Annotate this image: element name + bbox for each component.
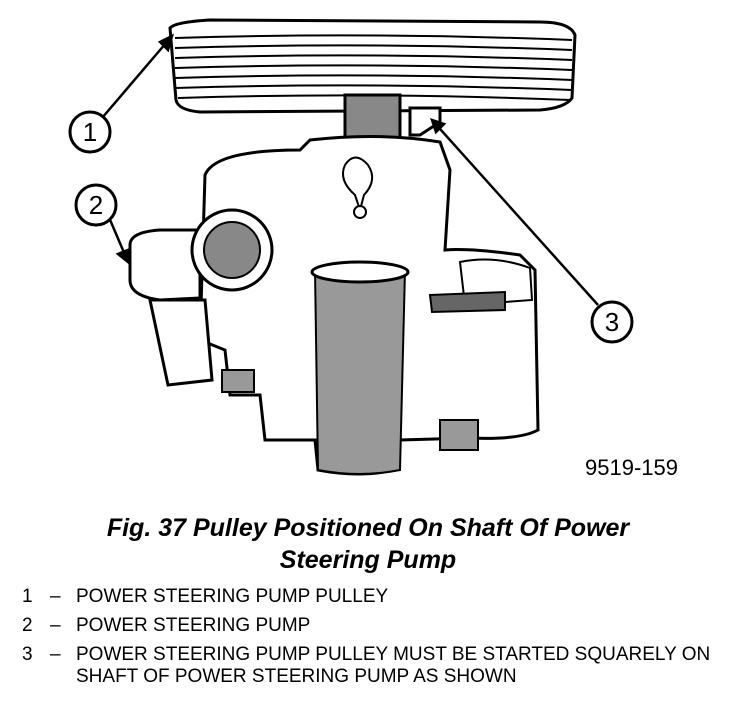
legend: 1 – POWER STEERING PUMP PULLEY 2 – POWER… [22,586,722,695]
leader-lines [101,33,599,306]
caption-line-1: Fig. 37 Pulley Positioned On Shaft Of Po… [106,514,630,542]
callout-2: 2 [89,190,103,220]
legend-dash: – [50,615,61,636]
legend-item: 2 – POWER STEERING PUMP [22,615,722,637]
legend-number: 2 [22,615,33,636]
pump-fitting [128,208,274,387]
legend-text: POWER STEERING PUMP PULLEY [76,586,389,607]
callout-3: 3 [605,307,619,337]
figure-id: 9519-159 [585,455,678,480]
legend-item: 3 – POWER STEERING PUMP PULLEY MUST BE S… [22,644,722,688]
legend-item: 1 – POWER STEERING PUMP PULLEY [22,586,722,608]
legend-number: 3 [22,644,33,665]
legend-number: 1 [22,586,33,607]
caption-line-2: Steering Pump [279,546,457,574]
legend-text: POWER STEERING PUMP [76,615,311,636]
pulley [168,18,577,114]
callout-1: 1 [83,117,97,147]
legend-text: POWER STEERING PUMP PULLEY MUST BE START… [76,644,711,687]
callout-circles [68,110,634,344]
figure-caption: Fig. 37 Pulley Positioned On Shaft Of Po… [0,512,736,576]
legend-dash: – [50,586,61,607]
legend-dash: – [50,644,61,665]
pump-body [198,134,540,476]
pump-illustration: 1 2 3 [68,18,634,476]
